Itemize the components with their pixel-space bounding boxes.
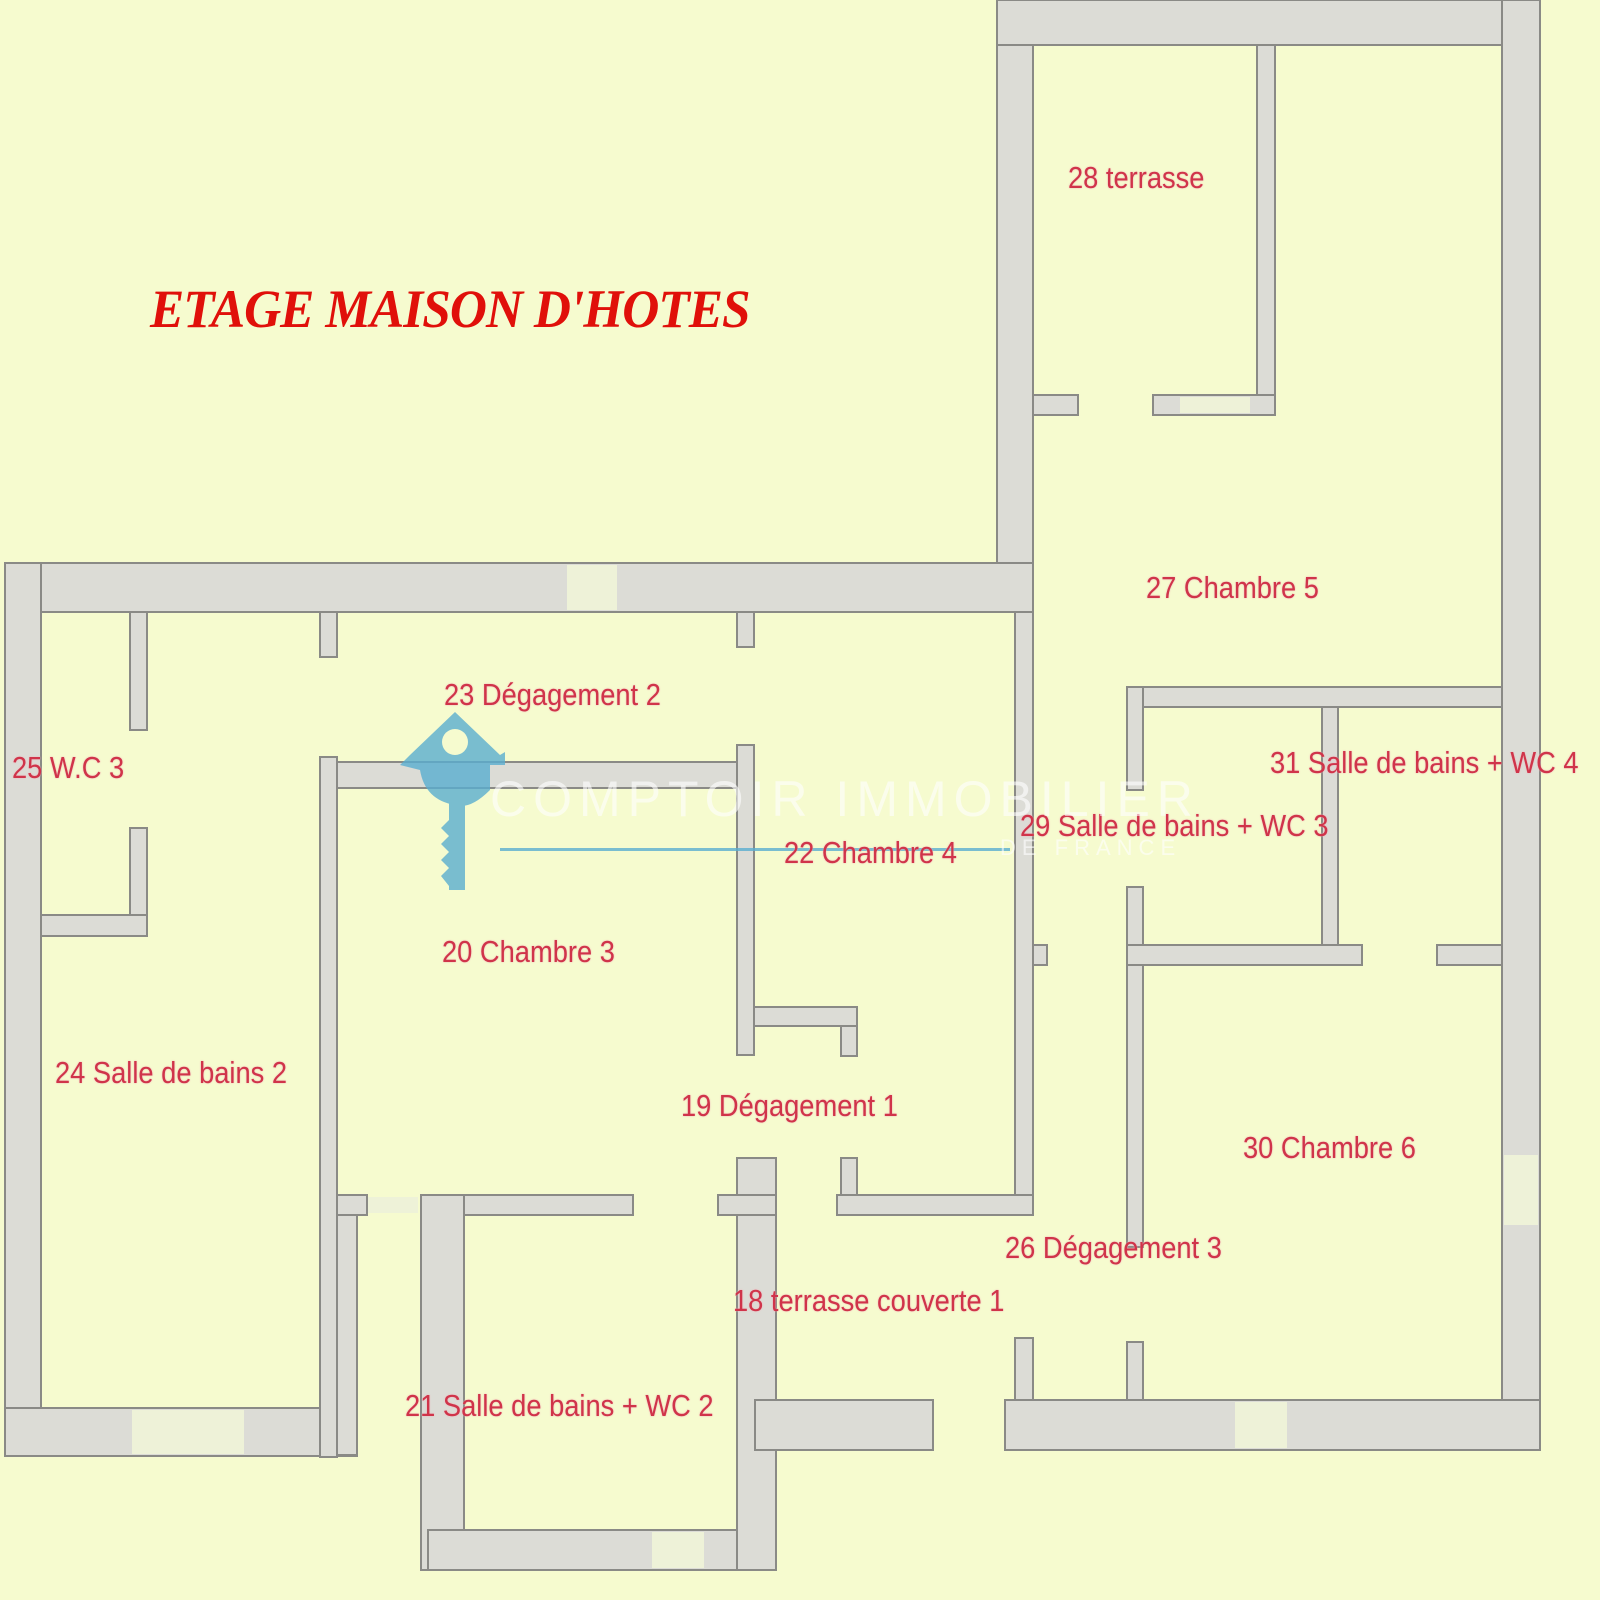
- room-label-19: 19 Dégagement 1: [681, 1088, 898, 1123]
- room-label-25: 25 W.C 3: [12, 750, 125, 785]
- watermark-line1: COMPTOIR IMMOBILIER: [490, 771, 1200, 827]
- room-label-27: 27 Chambre 5: [1146, 570, 1319, 605]
- openings: [132, 397, 1538, 1568]
- watermark-rule: [500, 848, 1010, 851]
- room-label-26: 26 Dégagement 3: [1005, 1230, 1222, 1265]
- room-label-23: 23 Dégagement 2: [444, 677, 661, 712]
- room-label-20: 20 Chambre 3: [442, 934, 615, 969]
- room-label-21: 21 Salle de bains + WC 2: [405, 1388, 714, 1423]
- room-label-30: 30 Chambre 6: [1243, 1130, 1416, 1165]
- watermark-line2: DE FRANCE: [1000, 835, 1182, 860]
- room-label-18: 18 terrasse couverte 1: [733, 1283, 1005, 1318]
- watermark-logo: [400, 712, 1010, 890]
- walls: [4, 0, 1541, 1571]
- plan-title: ETAGE MAISON D'HOTES: [150, 279, 751, 339]
- house-key-icon: [400, 712, 505, 890]
- room-label-31: 31 Salle de bains + WC 4: [1270, 745, 1579, 780]
- room-label-28: 28 terrasse: [1068, 160, 1205, 195]
- room-label-22: 22 Chambre 4: [784, 835, 957, 870]
- room-label-24: 24 Salle de bains 2: [55, 1055, 288, 1090]
- room-label-29: 29 Salle de bains + WC 3: [1020, 808, 1329, 843]
